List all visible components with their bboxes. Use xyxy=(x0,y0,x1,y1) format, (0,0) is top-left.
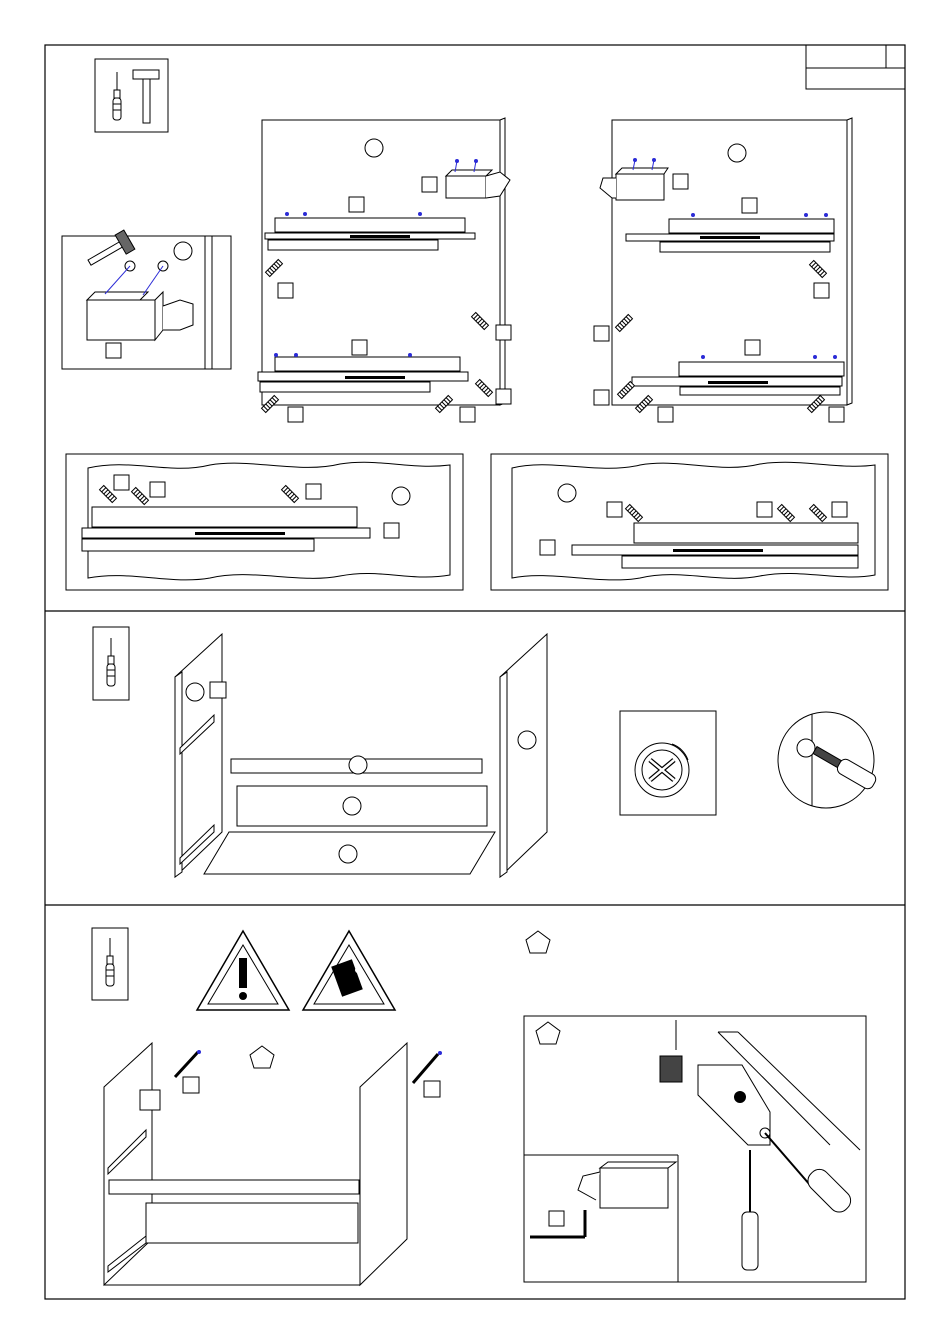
rail-detail-right xyxy=(491,454,888,590)
tools-box-step-3 xyxy=(92,928,128,1000)
adjuster-detail xyxy=(524,1016,866,1282)
pentagon-marker xyxy=(526,931,550,953)
tools-box-step-1 xyxy=(95,59,168,132)
side-panel-right-assembly xyxy=(594,118,852,422)
cam-lock-screwdriver-detail xyxy=(778,712,878,808)
rail-detail-left xyxy=(66,454,463,590)
side-panel-left-assembly xyxy=(258,118,511,422)
cam-lock-detail xyxy=(620,711,716,815)
carcass-assembled-view xyxy=(104,1043,442,1285)
page-number-box xyxy=(806,45,905,89)
detail-inset-hammer xyxy=(62,230,231,369)
carcass-exploded-view xyxy=(175,634,547,877)
tipping-furniture-icon xyxy=(303,931,395,1010)
tools-box-step-2 xyxy=(93,627,129,700)
caution-exclamation-icon xyxy=(197,931,289,1010)
